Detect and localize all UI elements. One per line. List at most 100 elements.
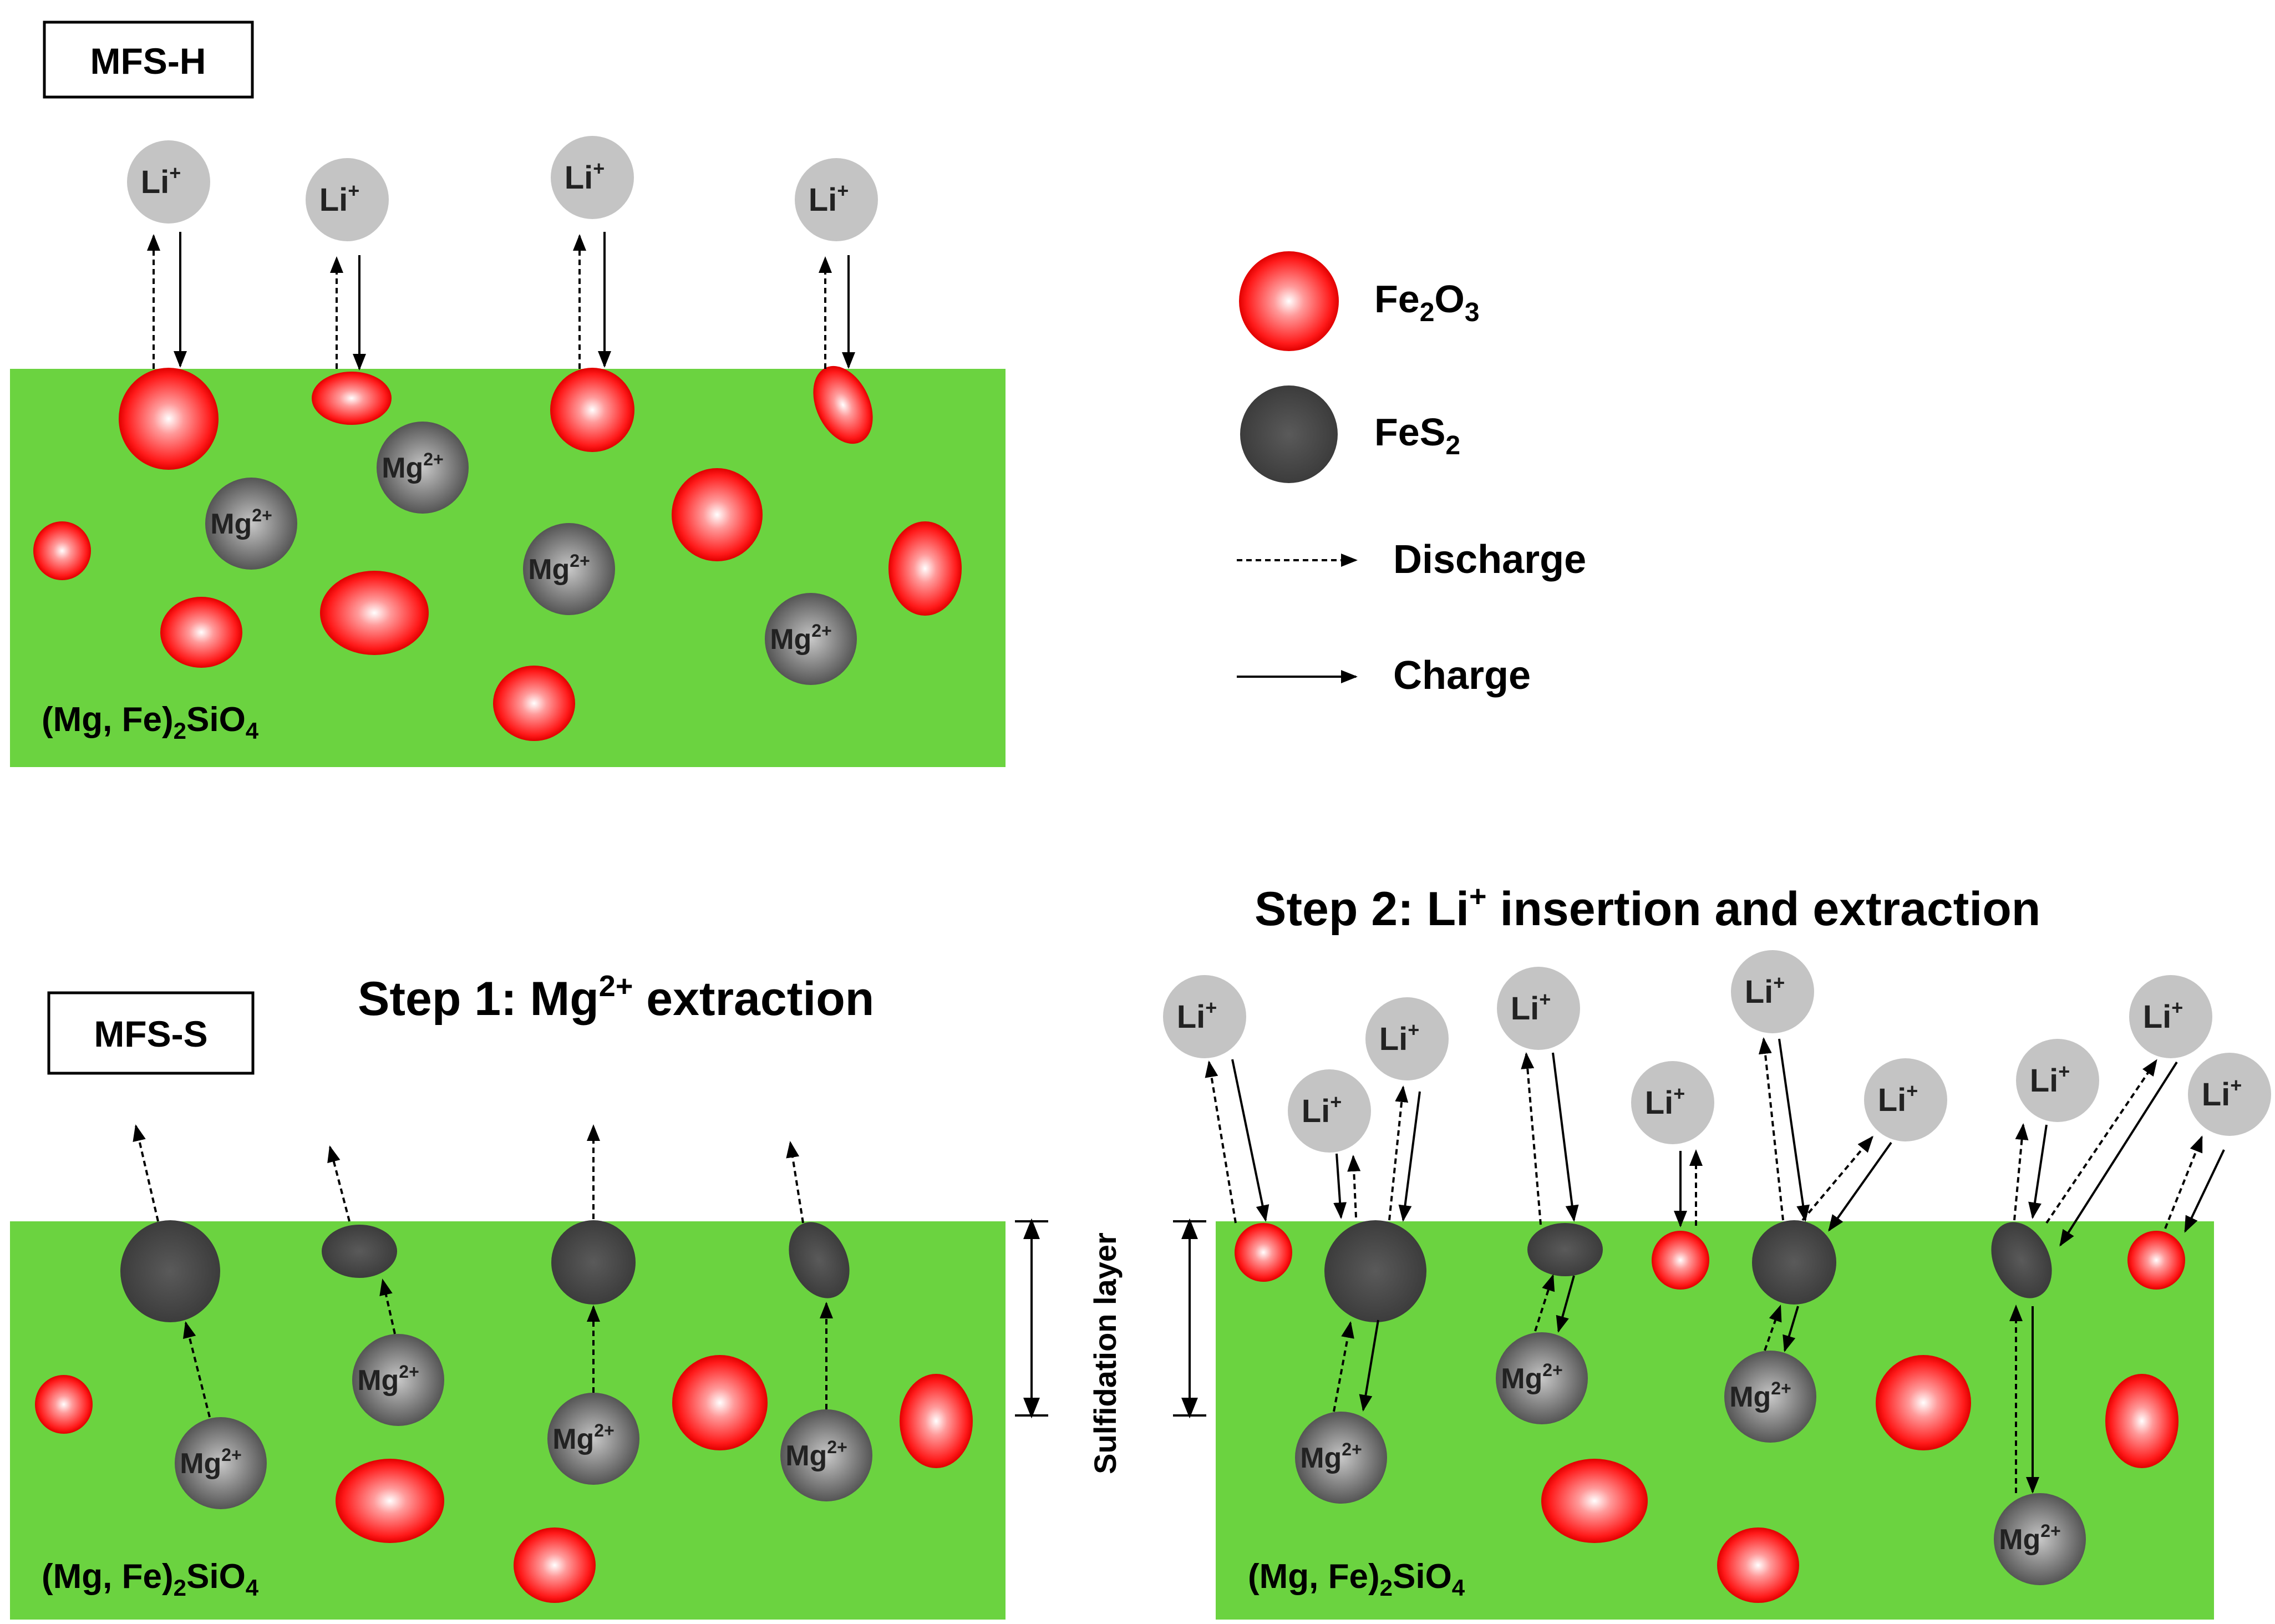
svg-text:Li+: Li+ <box>1302 1090 1342 1129</box>
svg-text:Li+: Li+ <box>1878 1079 1918 1118</box>
panel-mfs-s-step1: MFS-S Step 1: Mg2+ extraction Mg2+ Mg2+ … <box>10 970 1006 1620</box>
svg-text:Fe2O3: Fe2O3 <box>1374 277 1480 327</box>
fe2o3-particle <box>160 597 242 668</box>
matrix-formula-bottom-left: (Mg, Fe)2SiO4 <box>42 1557 259 1601</box>
svg-text:Li+: Li+ <box>1379 1018 1420 1057</box>
panel-step2: Step 2: Li+ insertion and extraction Mg2… <box>1163 880 2271 1620</box>
sulfidation-layer-indicator <box>1015 1218 1206 1419</box>
mg-ion: Mg2+ <box>1496 1332 1588 1424</box>
fe2o3-particle <box>1652 1231 1709 1290</box>
fes2-particle <box>1527 1223 1603 1276</box>
fes2-particle <box>551 1220 636 1305</box>
li-ion: Li+ <box>127 140 210 224</box>
step2-title: Step 2: Li+ insertion and extraction <box>1255 880 2040 936</box>
fe2o3-particle <box>1876 1355 1971 1450</box>
li-ion: Li+ <box>1631 1061 1714 1144</box>
svg-text:Mg2+: Mg2+ <box>785 1437 847 1472</box>
legend-charge: Charge <box>1237 653 1531 698</box>
arrows-step2-charge <box>1231 1038 2225 1494</box>
li-ion: Li+ <box>2188 1053 2271 1136</box>
svg-text:Mg2+: Mg2+ <box>1729 1378 1791 1413</box>
fe2o3-particle <box>2127 1231 2185 1290</box>
fe2o3-particle <box>493 666 575 741</box>
mg-ion: Mg2+ <box>547 1393 639 1485</box>
svg-text:Mg2+: Mg2+ <box>1999 1521 2061 1556</box>
fe2o3-particle <box>672 468 763 561</box>
fe2o3-particle <box>900 1374 973 1468</box>
panel-mfs-h: MFS-H Mg2+ Mg2+ Mg2+ Mg2+ <box>10 21 1006 767</box>
mg-ion: Mg2+ <box>1295 1412 1387 1504</box>
fe2o3-particle <box>336 1459 444 1543</box>
arrows-top <box>147 232 855 371</box>
svg-text:Li+: Li+ <box>319 179 360 218</box>
fe2o3-particle <box>35 1375 93 1434</box>
svg-text:Mg2+: Mg2+ <box>770 621 832 656</box>
svg-text:Li+: Li+ <box>2143 996 2183 1035</box>
li-ion: Li+ <box>1365 997 1449 1080</box>
mfs-s-label: MFS-S <box>94 1013 207 1054</box>
svg-text:Li+: Li+ <box>809 179 849 218</box>
mfs-s-label-box <box>47 991 255 1075</box>
svg-text:Mg2+: Mg2+ <box>552 1420 615 1455</box>
li-ion: Li+ <box>1497 967 1580 1050</box>
mg-ion: Mg2+ <box>175 1417 267 1509</box>
svg-text:Mg2+: Mg2+ <box>180 1445 242 1480</box>
svg-text:Li+: Li+ <box>1177 996 1217 1035</box>
svg-text:Charge: Charge <box>1393 653 1531 698</box>
arrows-step1 <box>133 1124 833 1418</box>
fe2o3-particle <box>550 368 634 452</box>
fe2o3-particle <box>312 372 392 425</box>
svg-text:Discharge: Discharge <box>1393 537 1586 582</box>
svg-text:Li+: Li+ <box>141 161 181 200</box>
mg-ion: Mg2+ <box>765 593 857 685</box>
mg-ion: Mg2+ <box>780 1409 872 1501</box>
legend-discharge: Discharge <box>1237 537 1586 582</box>
mg-ion: Mg2+ <box>523 523 615 615</box>
fe2o3-particle <box>1717 1527 1799 1603</box>
legend: Fe2O3 FeS2 Discharge Charge <box>1237 251 1586 698</box>
fes2-particle <box>789 1222 850 1298</box>
svg-text:Li+: Li+ <box>1745 971 1785 1010</box>
mg-ion: Mg2+ <box>352 1334 444 1426</box>
li-ion: Li+ <box>306 158 389 241</box>
legend-fe2o3: Fe2O3 <box>1239 251 1480 351</box>
svg-text:Mg2+: Mg2+ <box>1300 1439 1362 1474</box>
fe2o3-particle <box>1235 1223 1292 1282</box>
fe2o3-particle <box>672 1355 768 1450</box>
fes2-particle <box>1752 1220 1836 1305</box>
sulfidation-layer-label: Sulfidation layer <box>1088 1232 1123 1474</box>
svg-text:Mg2+: Mg2+ <box>528 551 590 586</box>
li-ion: Li+ <box>1163 975 1246 1058</box>
svg-text:FeS2: FeS2 <box>1374 410 1460 460</box>
fe2o3-particle <box>1541 1459 1648 1543</box>
li-ion: Li+ <box>551 136 634 219</box>
fe2o3-particle <box>514 1527 596 1603</box>
svg-text:Li+: Li+ <box>1511 988 1551 1027</box>
li-ion: Li+ <box>1288 1069 1371 1153</box>
mfs-h-label-box <box>43 21 254 99</box>
fes2-particle <box>120 1220 220 1322</box>
fes2-particle <box>1324 1220 1426 1322</box>
mg-ion: Mg2+ <box>1724 1351 1816 1443</box>
matrix-formula-bottom-right: (Mg, Fe)2SiO4 <box>1248 1557 1465 1601</box>
arrows-step2-discharge <box>1205 1037 2203 1493</box>
li-ion: Li+ <box>1731 950 1814 1033</box>
fe2o3-particle <box>119 368 219 470</box>
mg-ion: Mg2+ <box>377 422 469 514</box>
mg-ion: Mg2+ <box>1994 1493 2086 1585</box>
svg-text:Mg2+: Mg2+ <box>357 1362 419 1397</box>
svg-text:Li+: Li+ <box>2030 1060 2070 1099</box>
svg-text:Mg2+: Mg2+ <box>382 449 444 484</box>
svg-text:Li+: Li+ <box>565 157 605 196</box>
li-ion: Li+ <box>1864 1058 1947 1141</box>
fes2-particle <box>1991 1222 2052 1298</box>
step1-title: Step 1: Mg2+ extraction <box>358 970 874 1026</box>
svg-text:Li+: Li+ <box>2202 1074 2242 1113</box>
fe2o3-particle <box>2105 1374 2178 1468</box>
fe2o3-particle <box>320 571 429 655</box>
fe2o3-particle <box>888 521 962 616</box>
mg-ion: Mg2+ <box>205 478 297 570</box>
legend-fes2: FeS2 <box>1240 385 1460 483</box>
mfs-h-label: MFS-H <box>90 40 206 82</box>
